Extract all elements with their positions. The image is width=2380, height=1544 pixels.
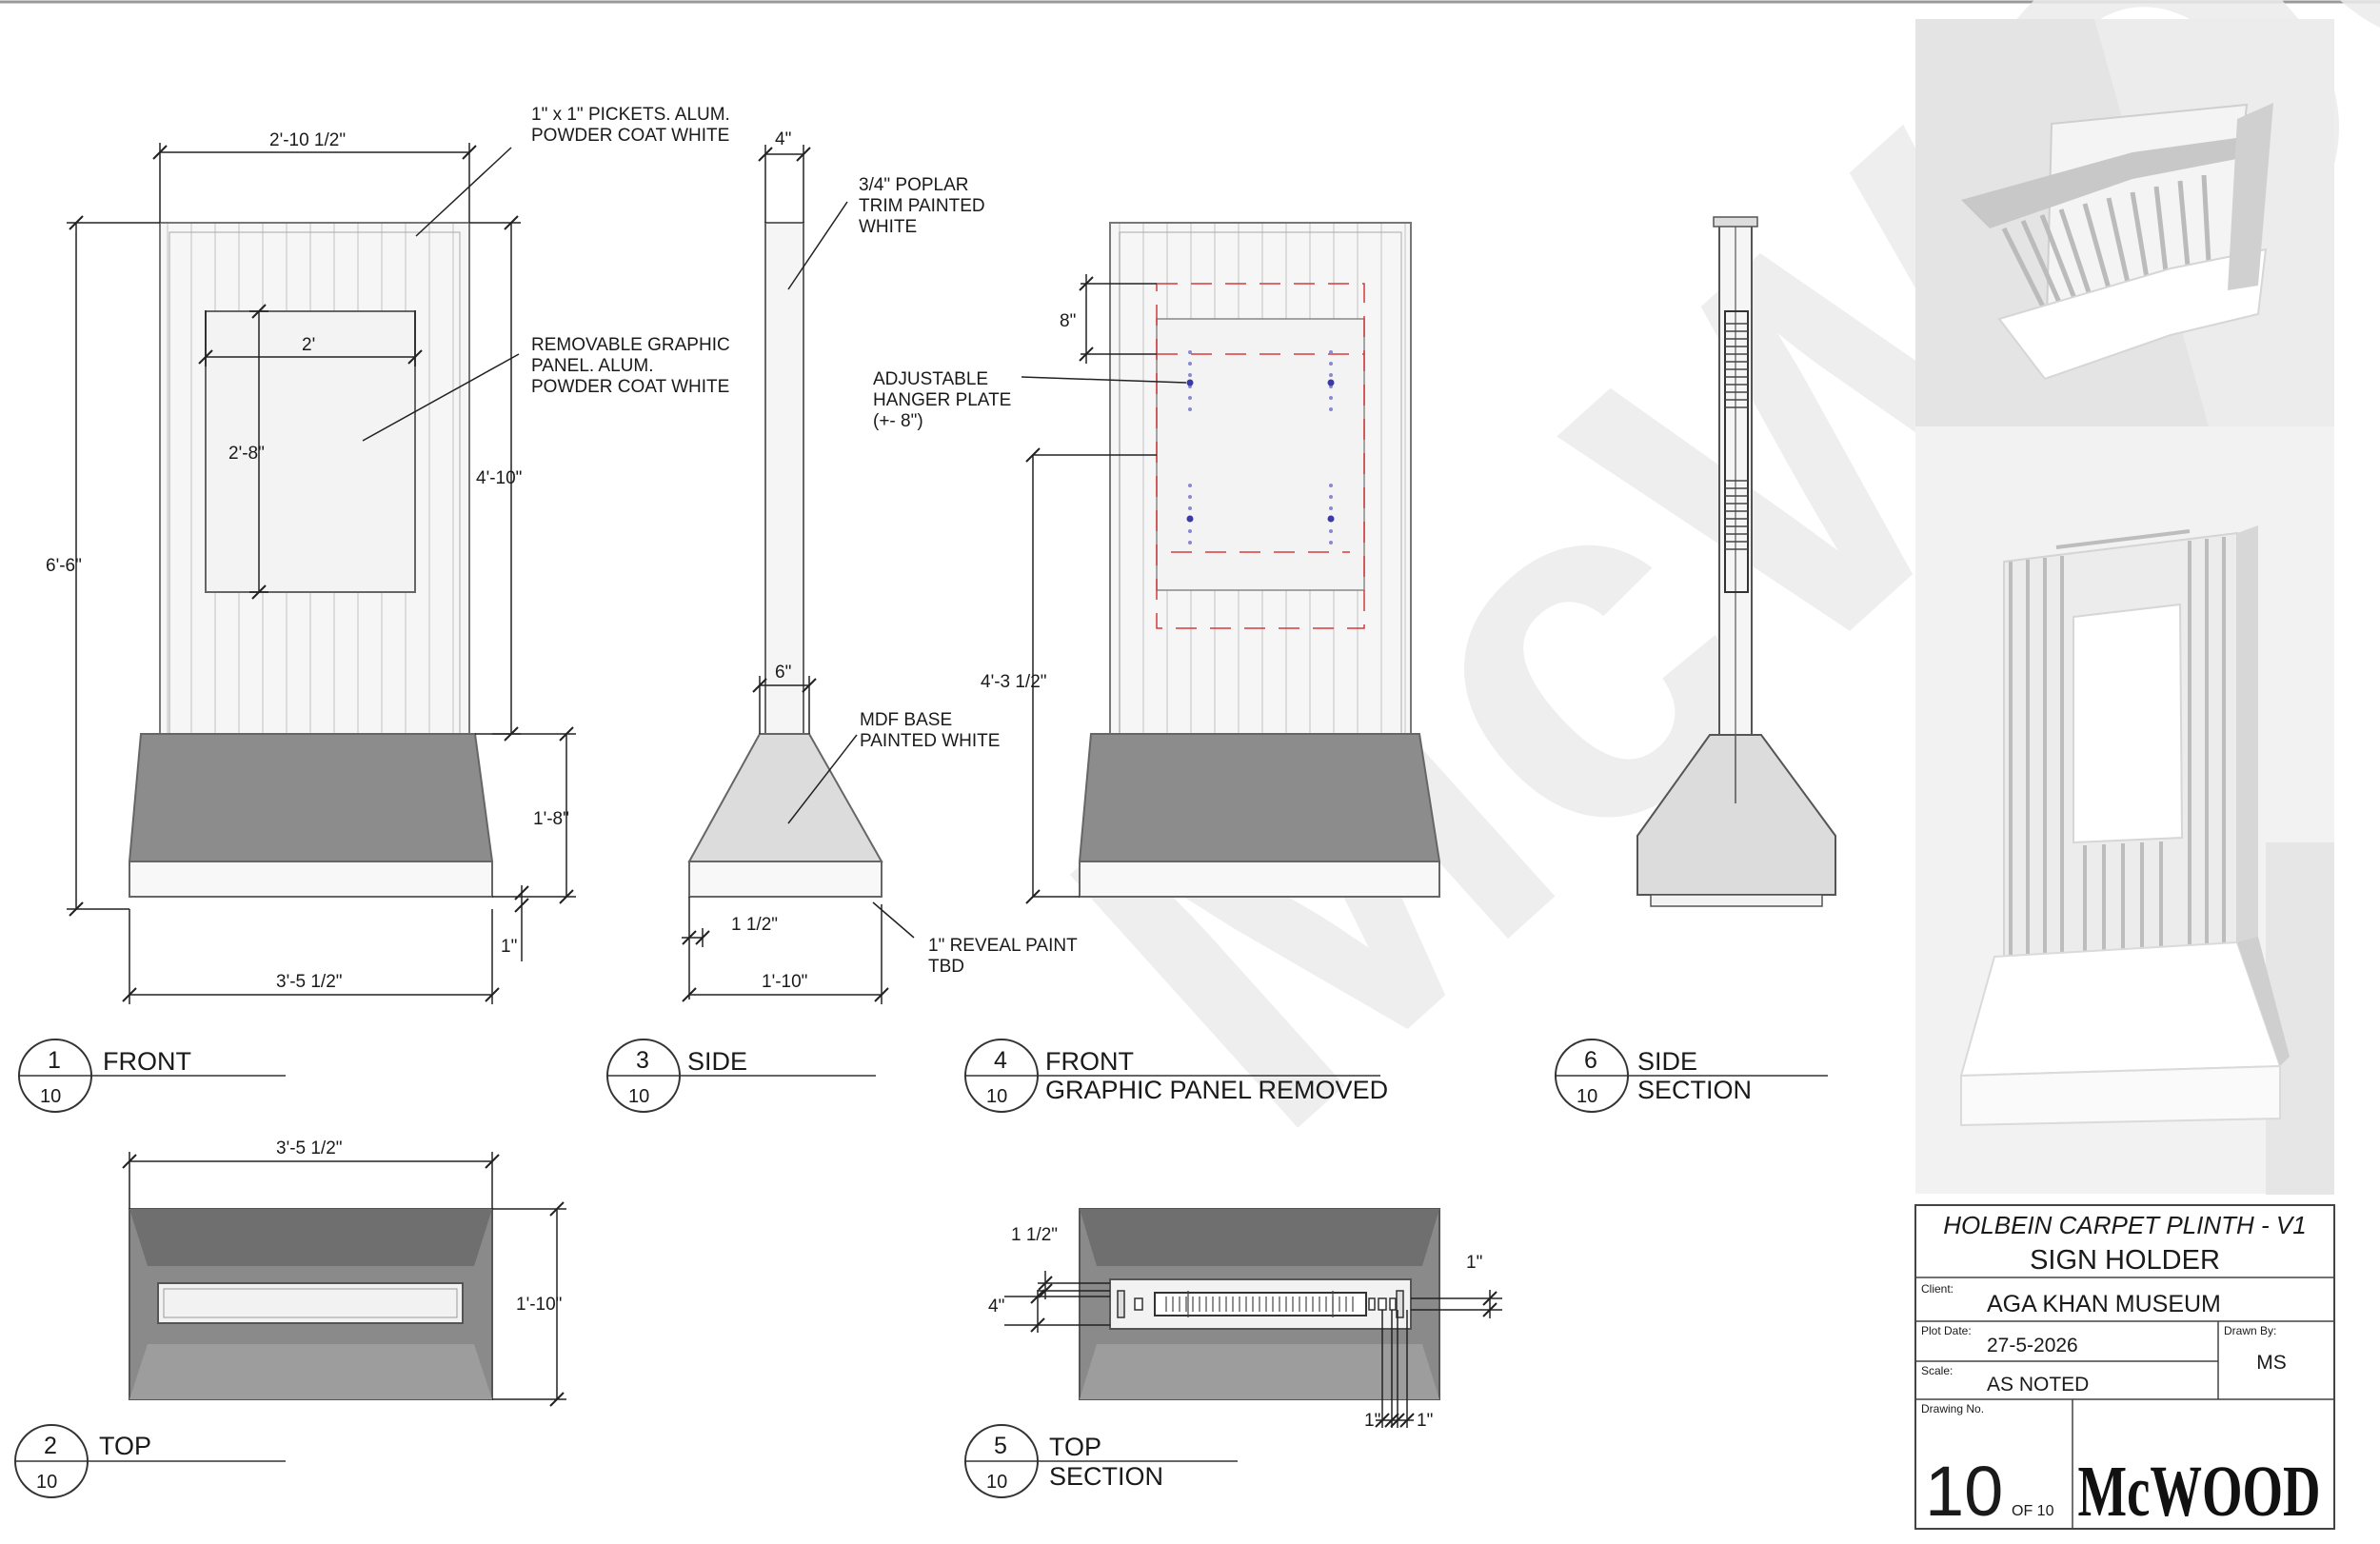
side-section-view	[1636, 216, 1836, 907]
client-label: Client:	[1921, 1282, 1954, 1296]
scale-value: AS NOTED	[1987, 1374, 2089, 1396]
dim-ts-c: 1"	[1466, 1253, 1482, 1273]
drawing-of: OF 10	[2012, 1503, 2054, 1519]
graphic-panel	[205, 310, 416, 593]
note-hanger-2: HANGER PLATE	[873, 390, 1011, 410]
mcwood-logo: McWOOD	[2078, 1452, 2321, 1532]
mdf-base-4	[1078, 733, 1441, 862]
top-slot	[157, 1282, 464, 1324]
project-subtitle: SIGN HOLDER	[2030, 1245, 2220, 1276]
note-reveal-1: 1" REVEAL PAINT	[928, 936, 1078, 956]
side-reveal	[688, 861, 883, 898]
svg-text:SECTION: SECTION	[1049, 1462, 1163, 1491]
svg-text:10: 10	[986, 1472, 1007, 1493]
dim-side-mid: 6"	[775, 663, 791, 683]
view-label-4: 4 10 FRONT GRAPHIC PANEL REMOVED	[964, 1039, 1388, 1113]
svg-text:1: 1	[48, 1047, 61, 1074]
note-pickets-1: 1" x 1" PICKETS. ALUM.	[531, 105, 730, 125]
title-block: HOLBEIN CARPET PLINTH - V1 SIGN HOLDER C…	[1914, 1204, 2335, 1532]
dim-ts-a: 1 1/2"	[1011, 1225, 1058, 1245]
plot-date-label: Plot Date:	[1921, 1324, 1972, 1337]
drawn-by-label: Drawn By:	[2224, 1324, 2276, 1337]
view-label-2: 2 10 TOP	[14, 1424, 286, 1498]
svg-text:FRONT: FRONT	[1045, 1047, 1134, 1076]
note-hanger-3: (+- 8")	[873, 411, 923, 431]
dim-front-upper: 4'-10"	[476, 468, 522, 488]
svg-text:10: 10	[986, 1086, 1007, 1107]
dim-ts-d: 1"	[1364, 1411, 1380, 1431]
note-trim-1: 3/4" POPLAR	[859, 175, 969, 195]
render-perspective	[1915, 426, 2334, 1195]
svg-text:10: 10	[36, 1472, 57, 1493]
svg-text:SIDE: SIDE	[1637, 1047, 1697, 1076]
note-panel-1: REMOVABLE GRAPHIC	[531, 335, 730, 355]
hanger-panel	[1156, 318, 1365, 591]
top-view: 3'-5 1/2" 1'-10"	[122, 1138, 566, 1407]
note-trim-2: TRIM PAINTED	[859, 196, 985, 216]
svg-text:6: 6	[1584, 1047, 1597, 1074]
note-panel-2: PANEL. ALUM.	[531, 356, 653, 376]
side-base	[687, 733, 883, 862]
view-label-6: 6 10 SIDE SECTION	[1555, 1039, 1828, 1113]
svg-text:TOP: TOP	[1049, 1433, 1101, 1461]
view-label-5: 5 10 TOP SECTION	[964, 1424, 1238, 1498]
dim-panel-width: 2'	[302, 335, 315, 355]
dim-front-reveal: 1"	[501, 937, 517, 957]
dim-top-depth: 1'-10"	[516, 1295, 562, 1315]
base-reveal-4	[1079, 861, 1440, 898]
note-reveal-2: TBD	[928, 957, 964, 977]
note-panel-3: POWDER COAT WHITE	[531, 377, 729, 397]
drawing-no: 10	[1925, 1452, 2003, 1531]
dim-side-reveal: 1 1/2"	[731, 915, 778, 935]
dim-f4-gap: 8"	[1060, 311, 1076, 331]
svg-text:TOP: TOP	[99, 1432, 151, 1460]
svg-text:SIDE: SIDE	[687, 1047, 747, 1076]
svg-text:10: 10	[1577, 1086, 1597, 1107]
dim-front-base-width: 3'-5 1/2"	[276, 972, 343, 992]
note-pickets-2: POWDER COAT WHITE	[531, 126, 729, 146]
mdf-base	[128, 733, 494, 862]
side-view: 4" 6" 1 1/2" 1'-10" 3/4" POPLAR TRIM PAI…	[682, 129, 1078, 1004]
note-hanger-1: ADJUSTABLE	[873, 369, 988, 389]
note-mdf-2: PAINTED WHITE	[860, 731, 1000, 751]
front-panel-removed-view: 8" 4'-3 1/2" ADJUSTABLE HANGER PLATE (+-…	[873, 222, 1441, 904]
svg-text:SECTION: SECTION	[1637, 1076, 1752, 1104]
dim-front-base: 1'-8"	[533, 809, 569, 829]
front-view: 2'-10 1/2" 2' 2'-8" 6'-6" 4'-10" 1'-8" 1…	[46, 105, 730, 1004]
dim-ts-e: 1"	[1417, 1411, 1433, 1431]
note-trim-3: WHITE	[859, 217, 917, 237]
drawn-by: MS	[2256, 1352, 2287, 1374]
section-picket-bar	[1154, 1292, 1367, 1316]
dim-panel-height: 2'-8"	[228, 444, 265, 464]
client-name: AGA KHAN MUSEUM	[1987, 1291, 2221, 1317]
svg-text:FRONT: FRONT	[103, 1047, 191, 1076]
plot-date: 27-5-2026	[1987, 1335, 2078, 1356]
svg-text:10: 10	[628, 1086, 649, 1107]
svg-text:10: 10	[40, 1086, 61, 1107]
scale-label: Scale:	[1921, 1364, 1953, 1377]
section-base	[1636, 734, 1836, 896]
dim-ts-b: 4"	[988, 1297, 1004, 1316]
svg-text:4: 4	[994, 1047, 1007, 1074]
dim-side-top: 4"	[775, 129, 791, 149]
dim-front-width: 2'-10 1/2"	[269, 130, 346, 150]
svg-text:2: 2	[44, 1433, 57, 1459]
top-section-view: 1 1/2" 4" 1" 1" 1"	[988, 1208, 1502, 1431]
project-title: HOLBEIN CARPET PLINTH - V1	[1943, 1211, 2306, 1239]
render-top	[1915, 19, 2334, 426]
dim-top-width: 3'-5 1/2"	[276, 1138, 343, 1158]
base-reveal	[129, 861, 493, 898]
dim-side-base-width: 1'-10"	[762, 972, 807, 992]
dim-f4-height: 4'-3 1/2"	[981, 672, 1047, 692]
svg-text:GRAPHIC PANEL REMOVED: GRAPHIC PANEL REMOVED	[1045, 1076, 1388, 1104]
view-label-1: 1 10 FRONT	[18, 1039, 286, 1113]
side-trim	[764, 222, 804, 736]
drawing-no-label: Drawing No.	[1921, 1402, 1984, 1415]
dim-front-height: 6'-6"	[46, 556, 82, 576]
svg-text:3: 3	[636, 1047, 649, 1074]
note-mdf-1: MDF BASE	[860, 710, 952, 730]
svg-text:5: 5	[994, 1433, 1007, 1459]
view-label-3: 3 10 SIDE	[606, 1039, 876, 1113]
